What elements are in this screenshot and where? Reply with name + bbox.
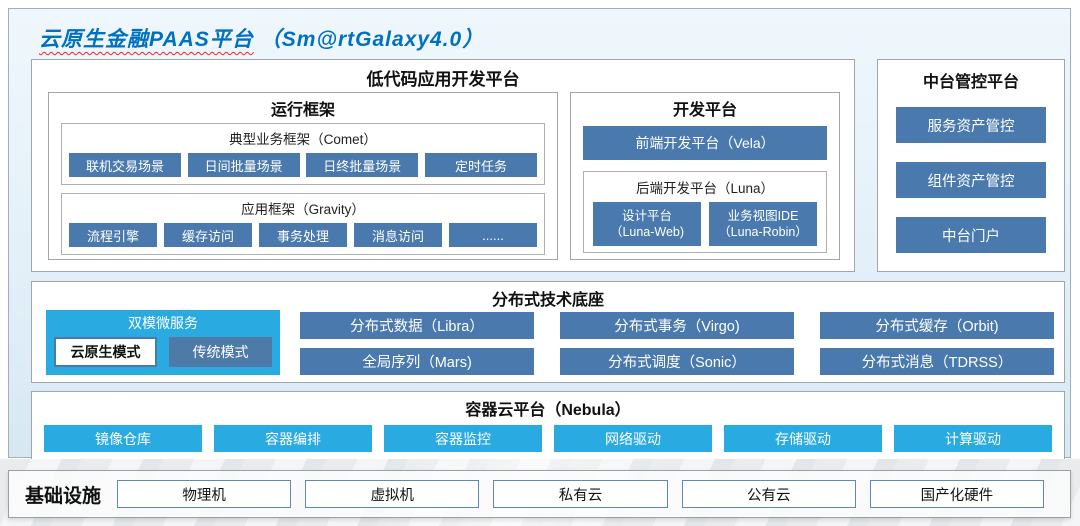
- nebula-capability-chip: 容器编排: [214, 425, 372, 452]
- distributed-service-chip: 分布式缓存（Orbit): [820, 312, 1054, 339]
- nebula-chip-row: 镜像仓库 容器编排 容器监控 网络驱动 存储驱动 计算驱动: [44, 425, 1052, 452]
- container-cloud-title: 容器云平台（Nebula）: [465, 402, 631, 419]
- comet-scenario-chip: 定时任务: [424, 153, 537, 177]
- mid-platform-chip: 组件资产管控: [896, 162, 1046, 198]
- infrastructure-item: 国产化硬件: [869, 480, 1045, 508]
- luna-web-line2: （Luna-Web): [609, 225, 685, 239]
- low-code-title: 低代码应用开发平台: [366, 70, 520, 89]
- bottom-textured-strip: 基础设施 物理机 虚拟机 私有云 公有云 国产化硬件: [0, 459, 1080, 526]
- box-luna-backend-platform: 后端开发平台（Luna） 设计平台 （Luna-Web) 业务视图IDE （Lu…: [583, 171, 827, 253]
- luna-web-chip: 设计平台 （Luna-Web): [593, 202, 701, 246]
- main-panel: 云原生金融PAAS平台（Sm@rtGalaxy4.0） 低代码应用开发平台 运行…: [8, 8, 1071, 465]
- nebula-capability-chip: 存储驱动: [724, 425, 882, 452]
- runtime-framework-title: 运行框架: [270, 102, 335, 119]
- page-title: 云原生金融PAAS平台（Sm@rtGalaxy4.0）: [39, 23, 484, 53]
- section-infrastructure: 基础设施 物理机 虚拟机 私有云 公有云 国产化硬件: [8, 470, 1071, 518]
- luna-robin-line2: （Luna-Robin）: [718, 225, 808, 239]
- distributed-service-chip: 分布式消息（TDRSS）: [820, 348, 1054, 375]
- infrastructure-title: 基础设施: [25, 485, 102, 507]
- distributed-service-chip: 分布式数据（Libra）: [300, 312, 534, 339]
- page-title-main: 云原生金融PAAS平台: [39, 28, 254, 51]
- nebula-capability-chip: 容器监控: [384, 425, 542, 452]
- nebula-capability-chip: 网络驱动: [554, 425, 712, 452]
- mid-platform-title: 中台管控平台: [922, 74, 1019, 91]
- luna-robin-chip: 业务视图IDE （Luna-Robin）: [709, 202, 817, 246]
- box-dual-mode-microservice: 双模微服务 云原生模式 传统模式: [46, 310, 280, 375]
- mid-platform-chip: 服务资产管控: [896, 107, 1046, 143]
- dual-mode-chip-row: 云原生模式 传统模式: [46, 333, 280, 367]
- distributed-service-chip: 全局序列（Mars): [300, 348, 534, 375]
- cloud-native-mode-chip: 云原生模式: [54, 337, 157, 367]
- section-dev-platform: 开发平台 前端开发平台（Vela） 后端开发平台（Luna） 设计平台 （Lun…: [570, 92, 840, 260]
- box-comet-framework: 典型业务框架（Comet） 联机交易场景 日间批量场景 日终批量场景 定时任务: [61, 123, 545, 185]
- luna-title: 后端开发平台（Luna）: [635, 181, 775, 196]
- distributed-chip-grid: 分布式数据（Libra） 分布式事务（Virgo) 分布式缓存（Orbit) 全…: [300, 312, 1054, 375]
- traditional-mode-chip: 传统模式: [169, 337, 272, 367]
- luna-web-line1: 设计平台: [621, 208, 672, 223]
- comet-scenario-chip: 日间批量场景: [187, 153, 300, 177]
- section-container-cloud: 容器云平台（Nebula） 镜像仓库 容器编排 容器监控 网络驱动 存储驱动 计…: [31, 391, 1065, 465]
- gravity-capability-chip: ......: [449, 223, 537, 247]
- infrastructure-item-row: 物理机 虚拟机 私有云 公有云 国产化硬件: [117, 480, 1045, 508]
- vela-frontend-platform-chip: 前端开发平台（Vela）: [583, 126, 827, 160]
- comet-scenario-chip: 日终批量场景: [306, 153, 419, 177]
- gravity-title: 应用框架（Gravity）: [241, 202, 365, 217]
- section-low-code-platform: 低代码应用开发平台 运行框架 典型业务框架（Comet） 联机交易场景 日间批量…: [31, 59, 855, 272]
- luna-robin-line1: 业务视图IDE: [727, 208, 799, 223]
- dev-platform-title: 开发平台: [672, 102, 737, 119]
- gravity-capability-chip: 缓存访问: [164, 223, 252, 247]
- gravity-capability-chip: 流程引擎: [69, 223, 157, 247]
- nebula-capability-chip: 计算驱动: [894, 425, 1052, 452]
- infrastructure-item: 私有云: [493, 480, 668, 508]
- comet-scenario-chip: 联机交易场景: [69, 153, 181, 177]
- infrastructure-item: 公有云: [681, 480, 856, 508]
- distributed-base-title: 分布式技术底座: [491, 292, 604, 309]
- gravity-capability-chip: 事务处理: [259, 223, 347, 247]
- gravity-capability-chip: 消息访问: [354, 223, 442, 247]
- infrastructure-item: 物理机: [117, 480, 292, 508]
- page-title-suffix: （Sm@rtGalaxy4.0）: [259, 28, 485, 51]
- section-mid-platform: 中台管控平台 服务资产管控 组件资产管控 中台门户: [877, 59, 1065, 272]
- distributed-chip-row: 全局序列（Mars) 分布式调度（Sonic） 分布式消息（TDRSS）: [300, 348, 1054, 375]
- nebula-capability-chip: 镜像仓库: [44, 425, 202, 452]
- mid-platform-chip-column: 服务资产管控 组件资产管控 中台门户: [878, 92, 1064, 253]
- section-runtime-framework: 运行框架 典型业务框架（Comet） 联机交易场景 日间批量场景 日终批量场景 …: [48, 92, 558, 260]
- infrastructure-item: 虚拟机: [305, 480, 480, 508]
- comet-title: 典型业务框架（Comet）: [229, 132, 377, 147]
- mid-platform-chip: 中台门户: [896, 217, 1046, 253]
- gravity-chip-row: 流程引擎 缓存访问 事务处理 消息访问 ......: [62, 218, 544, 247]
- distributed-service-chip: 分布式调度（Sonic）: [560, 348, 794, 375]
- dual-mode-title: 双模微服务: [128, 315, 198, 331]
- distributed-chip-row: 分布式数据（Libra） 分布式事务（Virgo) 分布式缓存（Orbit): [300, 312, 1054, 339]
- section-distributed-base: 分布式技术底座 双模微服务 云原生模式 传统模式 分布式数据（Libra） 分布…: [31, 281, 1065, 383]
- box-gravity-framework: 应用框架（Gravity） 流程引擎 缓存访问 事务处理 消息访问 ......: [61, 193, 545, 255]
- luna-chip-row: 设计平台 （Luna-Web) 业务视图IDE （Luna-Robin）: [584, 197, 826, 246]
- distributed-service-chip: 分布式事务（Virgo): [560, 312, 794, 339]
- comet-chip-row: 联机交易场景 日间批量场景 日终批量场景 定时任务: [62, 148, 544, 177]
